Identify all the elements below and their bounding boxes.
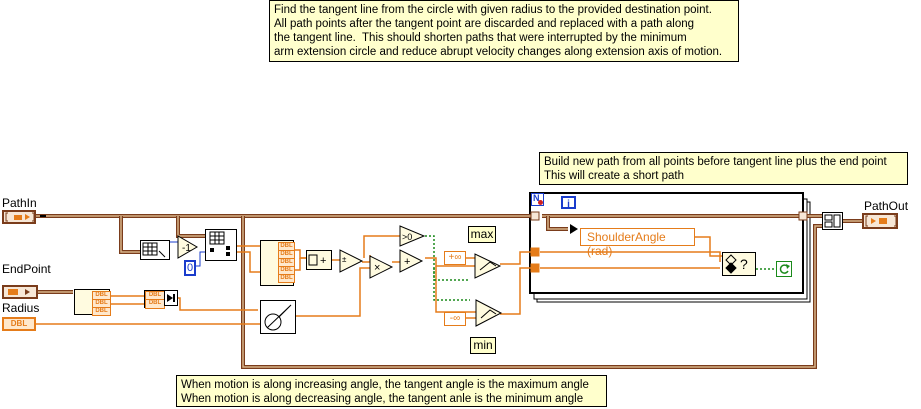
svg-text:+: + xyxy=(404,256,410,268)
bundle-dbl-1: DBL xyxy=(148,292,162,298)
shoulder-angle-unbundle[interactable]: ShoulderAngle (rad) xyxy=(580,228,695,258)
greater-than-zero-node[interactable]: >0 xyxy=(399,225,426,247)
unbundle-arrow-icon xyxy=(570,224,578,234)
loop-i-label: i xyxy=(567,199,570,210)
loop-n-label: N xyxy=(533,193,540,203)
select-max-node[interactable] xyxy=(474,253,502,279)
svg-text:-1: -1 xyxy=(182,243,191,254)
conditional-terminal[interactable] xyxy=(776,261,792,277)
sign-node[interactable]: ± xyxy=(339,249,364,273)
comment-bottom-line-2: When motion is along decreasing angle, t… xyxy=(181,393,584,405)
comment-top-line-1: Find the tangent line from the circle wi… xyxy=(274,4,712,16)
svg-text:×: × xyxy=(374,262,380,274)
build-array-icon xyxy=(824,214,841,228)
comment-top-line-2: All path points after the tangent point … xyxy=(274,18,695,30)
svg-text:?: ? xyxy=(740,256,748,272)
loop-input-tunnel[interactable] xyxy=(530,211,540,221)
cluster-icon xyxy=(8,289,30,295)
shoulder-angle-label: ShoulderAngle (rad) xyxy=(587,230,666,258)
unbundle-dbl-2: DBL xyxy=(95,300,108,306)
index-array-icon xyxy=(209,231,230,256)
unbundle-endpoint-node[interactable]: DBL DBL DBL xyxy=(74,289,111,316)
unbundle-pose-node[interactable]: DBL DBL DBL DBL DBL xyxy=(260,240,295,286)
comment-top-line-4: arm extension circle and reduce abrupt v… xyxy=(274,46,723,58)
radius-label: Radius xyxy=(2,301,40,315)
pos-infinity-constant[interactable]: +∞ xyxy=(444,251,466,265)
end-point-terminal[interactable] xyxy=(2,285,38,299)
decrement-node[interactable]: -1 xyxy=(177,235,198,259)
tangent-circle-icon xyxy=(264,304,292,331)
comment-right-line-2: This will create a short path xyxy=(544,170,684,182)
cluster-arrow-icon xyxy=(167,294,175,302)
path-out-terminal[interactable] xyxy=(862,213,898,229)
comment-bottom-line-1: When motion is along increasing angle, t… xyxy=(181,379,589,391)
pose-dbl-1: DBL xyxy=(280,243,293,249)
neg-infinity-constant[interactable]: -∞ xyxy=(444,312,466,326)
path-out-label: PathOut xyxy=(864,199,909,213)
pose-dbl-5: DBL xyxy=(280,275,293,281)
select-min-node[interactable] xyxy=(475,299,503,327)
boolean-wires xyxy=(425,235,776,301)
build-cluster-node[interactable] xyxy=(164,290,178,306)
pose-dbl-2: DBL xyxy=(280,251,293,257)
unbundle-dbl-1: DBL xyxy=(95,292,108,298)
array-size-node[interactable] xyxy=(140,240,170,260)
tangent-circle-subvi[interactable] xyxy=(260,300,296,334)
comment-bottom: When motion is along increasing angle, t… xyxy=(176,375,607,407)
comment-right-line-1: Build new path from all points before ta… xyxy=(544,156,887,168)
bundle-dbl-node[interactable]: DBL DBL xyxy=(144,290,165,309)
path-in-label: PathIn xyxy=(2,196,37,210)
max-label-box: max xyxy=(468,226,496,243)
gt-zero-label: >0 xyxy=(402,232,412,242)
add-node[interactable]: + xyxy=(399,249,424,273)
min-label-box: min xyxy=(470,337,496,354)
multiply-node[interactable]: × xyxy=(369,255,394,279)
compound-add-node[interactable]: + xyxy=(306,250,332,270)
compound-add-icon: + xyxy=(308,254,326,267)
array-size-icon xyxy=(142,242,166,258)
zero-constant[interactable]: 0 xyxy=(184,260,196,276)
in-range-node[interactable]: ? xyxy=(722,252,756,276)
index-array-node[interactable] xyxy=(205,229,237,261)
unbundle-dbl-3: DBL xyxy=(95,308,108,314)
comment-top-line-3: the tangent line. This should shorten pa… xyxy=(274,32,687,44)
svg-text:±: ± xyxy=(342,255,347,264)
pose-dbl-4: DBL xyxy=(280,267,293,273)
build-array-node[interactable] xyxy=(822,212,843,230)
loop-output-tunnel[interactable] xyxy=(798,211,808,221)
svg-text:+: + xyxy=(320,255,326,267)
comment-top: Find the tangent line from the circle wi… xyxy=(269,0,739,62)
in-range-icon: ? xyxy=(725,254,748,274)
loop-tunnel-max[interactable] xyxy=(530,247,540,257)
radius-terminal[interactable]: DBL xyxy=(2,317,36,331)
radius-dbl-label: DBL xyxy=(10,319,28,328)
array-bracket-icon xyxy=(5,212,35,222)
end-point-label: EndPoint xyxy=(2,262,51,276)
loop-tunnel-min[interactable] xyxy=(530,263,540,273)
int-wires xyxy=(170,241,205,267)
bundle-dbl-2: DBL xyxy=(148,300,162,306)
comment-right: Build new path from all points before ta… xyxy=(539,152,908,185)
path-in-wire xyxy=(35,214,862,369)
loop-n-dot-icon xyxy=(538,200,543,205)
stop-if-true-icon xyxy=(779,264,790,274)
loop-count-terminal[interactable]: N xyxy=(531,193,544,206)
pose-dbl-3: DBL xyxy=(280,259,293,265)
array-out-icon xyxy=(865,215,897,227)
path-in-terminal[interactable] xyxy=(2,210,36,224)
loop-iteration-terminal[interactable]: i xyxy=(561,196,576,210)
